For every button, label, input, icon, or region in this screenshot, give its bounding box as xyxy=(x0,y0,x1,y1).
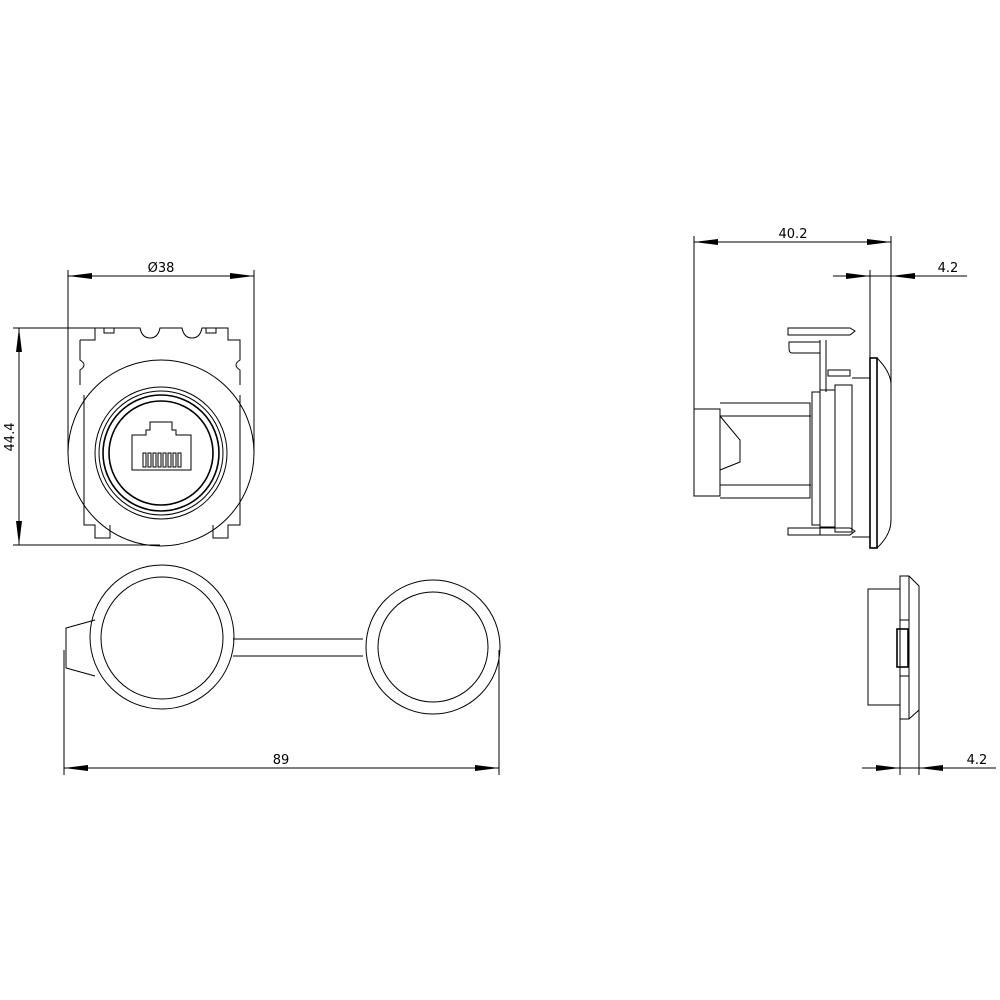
ring-inner xyxy=(108,400,214,506)
dimension-front-diameter: Ø38 xyxy=(67,261,255,455)
dim-label: 40.2 xyxy=(779,227,808,242)
dimension-cap-length: 89 xyxy=(63,650,500,775)
ring-2 xyxy=(94,386,228,520)
rj45-pin xyxy=(147,452,152,468)
screw-right xyxy=(205,327,217,334)
dimension-front-height: 44.4 xyxy=(3,327,160,546)
dimension-side-depth: 40.2 xyxy=(693,227,892,409)
rj45-pin xyxy=(157,452,162,468)
rj45-pin xyxy=(177,452,182,468)
dim-label: 4.2 xyxy=(967,753,988,768)
dimension-side-flange: 4.2 xyxy=(833,261,967,358)
dimension-cap-thickness: 4.2 xyxy=(862,710,996,775)
dim-label: 4.2 xyxy=(938,261,959,276)
dim-label: 89 xyxy=(273,753,290,768)
ring-4 xyxy=(102,394,220,512)
dim-label: Ø38 xyxy=(148,261,175,276)
rj45-pin xyxy=(172,452,177,468)
body-lower-outline xyxy=(83,395,241,539)
cap-view xyxy=(65,564,501,715)
front-view xyxy=(67,327,255,547)
screw-left xyxy=(103,327,115,334)
rj45-pin xyxy=(162,452,167,468)
rj45-pin xyxy=(142,452,147,468)
rj45-pin xyxy=(152,452,157,468)
rj45-jack-icon xyxy=(131,421,192,471)
ring-3 xyxy=(98,390,224,516)
rj45-pin xyxy=(167,452,172,468)
body-outline xyxy=(79,327,241,385)
side-view xyxy=(693,327,892,549)
dim-label: 44.4 xyxy=(3,423,18,452)
cap-side-view xyxy=(867,575,920,720)
